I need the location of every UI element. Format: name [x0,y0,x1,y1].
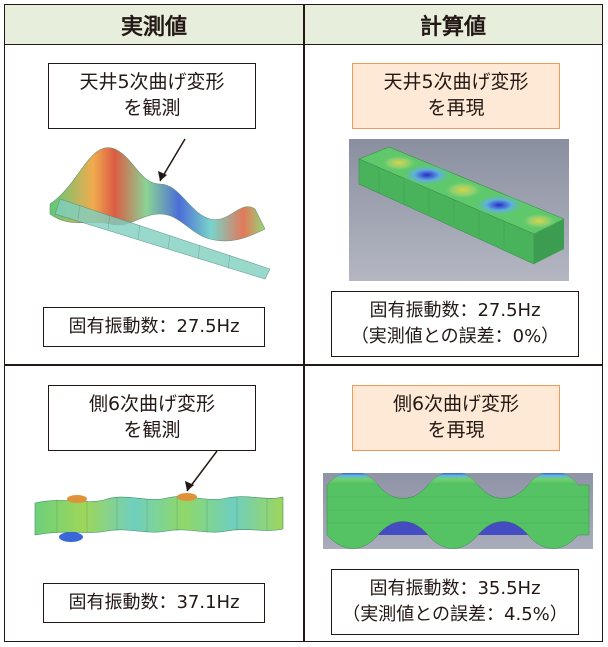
deformation-peak [473,194,525,216]
callout-line: を観測 [123,419,181,441]
mesh-lines [327,496,589,524]
row-divider [5,364,602,366]
deformation-trough [478,521,528,535]
result-line: 固有振動数：27.5Hz [369,300,541,321]
measured-side-mode-figure [34,451,284,542]
deformation-peak [443,181,483,199]
callout-calculated-side: 側6次曲げ変形 を再現 [352,385,560,451]
mesh-lines [378,168,505,246]
comparison-table: 実測値 計算値 天井5次曲げ変形 を観測 [4,4,603,642]
pointer-arrowhead-icon [185,481,194,491]
result-calculated-side: 固有振動数：35.5Hz （実測値との誤差：4.5%） [331,569,579,635]
deformation-peak [327,473,378,485]
mesh-lines [56,496,268,533]
callout-line: を再現 [427,419,485,441]
header-measured: 実測値 [5,5,303,45]
pointer-arrowhead-icon [158,171,167,181]
result-line: （実測値との誤差：0%） [350,326,560,347]
result-line: （実測値との誤差：4.5%） [342,604,568,625]
result-line: 固有振動数：27.5Hz [68,316,240,337]
deformation-peak [67,495,87,503]
callout-measured-ceiling: 天井5次曲げ変形 を観測 [48,63,256,129]
callout-line: 側6次曲げ変形 [392,393,520,415]
measured-ceiling-mode-figure [49,138,271,280]
box-end [534,219,564,264]
mesh-lines [77,204,231,270]
calculated-side-mode-figure [323,473,593,549]
deformation-peak [528,473,578,485]
callout-line: 天井5次曲げ変形 [79,71,225,93]
deformation-trough [378,521,428,535]
callout-line: を再現 [427,97,485,119]
column-divider [303,5,305,641]
deformation-peak [177,493,197,501]
calculated-ceiling-mode-figure [349,139,569,281]
deformation-peak [401,164,453,186]
callout-measured-side: 側6次曲げ変形 を観測 [48,385,256,451]
result-measured-ceiling: 固有振動数：27.5Hz [43,307,265,347]
deformation-peak [381,155,417,171]
result-line: 固有振動数：37.1Hz [68,592,240,613]
deformation-trough [59,532,83,542]
result-measured-side: 固有振動数：37.1Hz [43,583,265,623]
result-line: 固有振動数：35.5Hz [369,578,541,599]
deformation-peak [428,473,478,485]
callout-line: 天井5次曲げ変形 [383,71,529,93]
deformation-peak [521,213,557,229]
callout-line: 側6次曲げ変形 [88,393,216,415]
header-calculated: 計算値 [304,5,602,45]
side-wall-surface [34,496,284,536]
callout-calculated-ceiling: 天井5次曲げ変形 を再現 [352,63,560,129]
result-calculated-ceiling: 固有振動数：27.5Hz （実測値との誤差：0%） [331,291,579,357]
ceiling-surface [49,147,266,242]
callout-line: を観測 [123,97,181,119]
